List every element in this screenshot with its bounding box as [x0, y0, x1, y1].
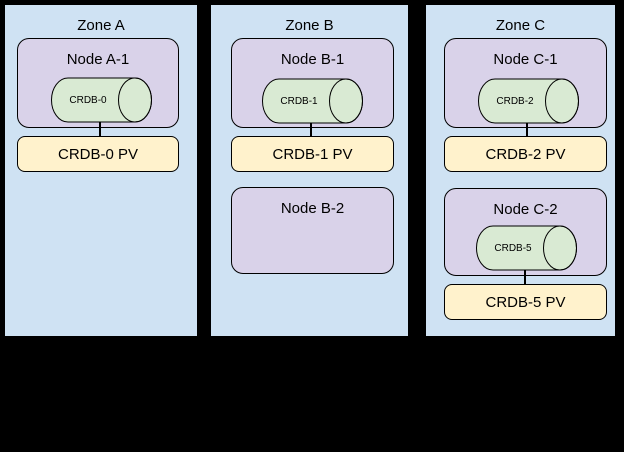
zone-b: Zone B Node B-1 CRDB-1 CRDB-1 PV Node B-… — [210, 4, 409, 337]
zone-c-title: Zone C — [495, 17, 546, 34]
connector-node-c-1-to-pv — [526, 123, 528, 136]
pv-crdb-0: CRDB-0 PV — [17, 136, 179, 172]
cylinder-crdb-0: CRDB-0 — [49, 77, 153, 123]
node-b-2: Node B-2 — [231, 187, 394, 274]
pv-crdb-2: CRDB-2 PV — [444, 136, 607, 172]
cylinder-crdb-5: CRDB-5 — [474, 225, 578, 271]
database-cylinder-icon — [51, 77, 152, 123]
zone-a-title: Zone A — [77, 17, 125, 34]
node-c-2-label: Node C-2 — [493, 201, 558, 218]
zone-c: Zone C Node C-1 CRDB-2 CRDB-2 PV Node C-… — [425, 4, 616, 337]
zone-b-title: Zone B — [285, 17, 334, 34]
cylinder-crdb-2-label: CRDB-2 — [496, 95, 534, 107]
pv-crdb-1: CRDB-1 PV — [231, 136, 394, 172]
node-b-1: Node B-1 CRDB-1 — [231, 38, 394, 128]
connector-node-c-2-to-pv — [524, 270, 526, 284]
cylinder-crdb-0-label: CRDB-0 — [69, 94, 107, 106]
database-cylinder-icon — [476, 225, 577, 271]
node-b-1-label: Node B-1 — [280, 51, 345, 68]
pv-crdb-5: CRDB-5 PV — [444, 284, 607, 320]
database-cylinder-icon — [478, 78, 579, 124]
node-a-1: Node A-1 CRDB-0 — [17, 38, 179, 128]
node-c-1-label: Node C-1 — [493, 51, 558, 68]
zone-a: Zone A Node A-1 CRDB-0 CRDB-0 PV — [4, 4, 198, 337]
node-a-1-label: Node A-1 — [66, 51, 130, 68]
cylinder-crdb-1: CRDB-1 — [260, 78, 364, 124]
connector-node-a-1-to-pv — [99, 122, 101, 136]
database-cylinder-icon — [262, 78, 363, 124]
cylinder-crdb-1-label: CRDB-1 — [280, 95, 318, 107]
cylinder-crdb-5-label: CRDB-5 — [494, 242, 532, 254]
cylinder-crdb-2: CRDB-2 — [476, 78, 580, 124]
node-c-1: Node C-1 CRDB-2 — [444, 38, 607, 128]
connector-node-b-1-to-pv — [310, 123, 312, 136]
node-b-2-label: Node B-2 — [280, 200, 345, 217]
node-c-2: Node C-2 CRDB-5 — [444, 188, 607, 276]
